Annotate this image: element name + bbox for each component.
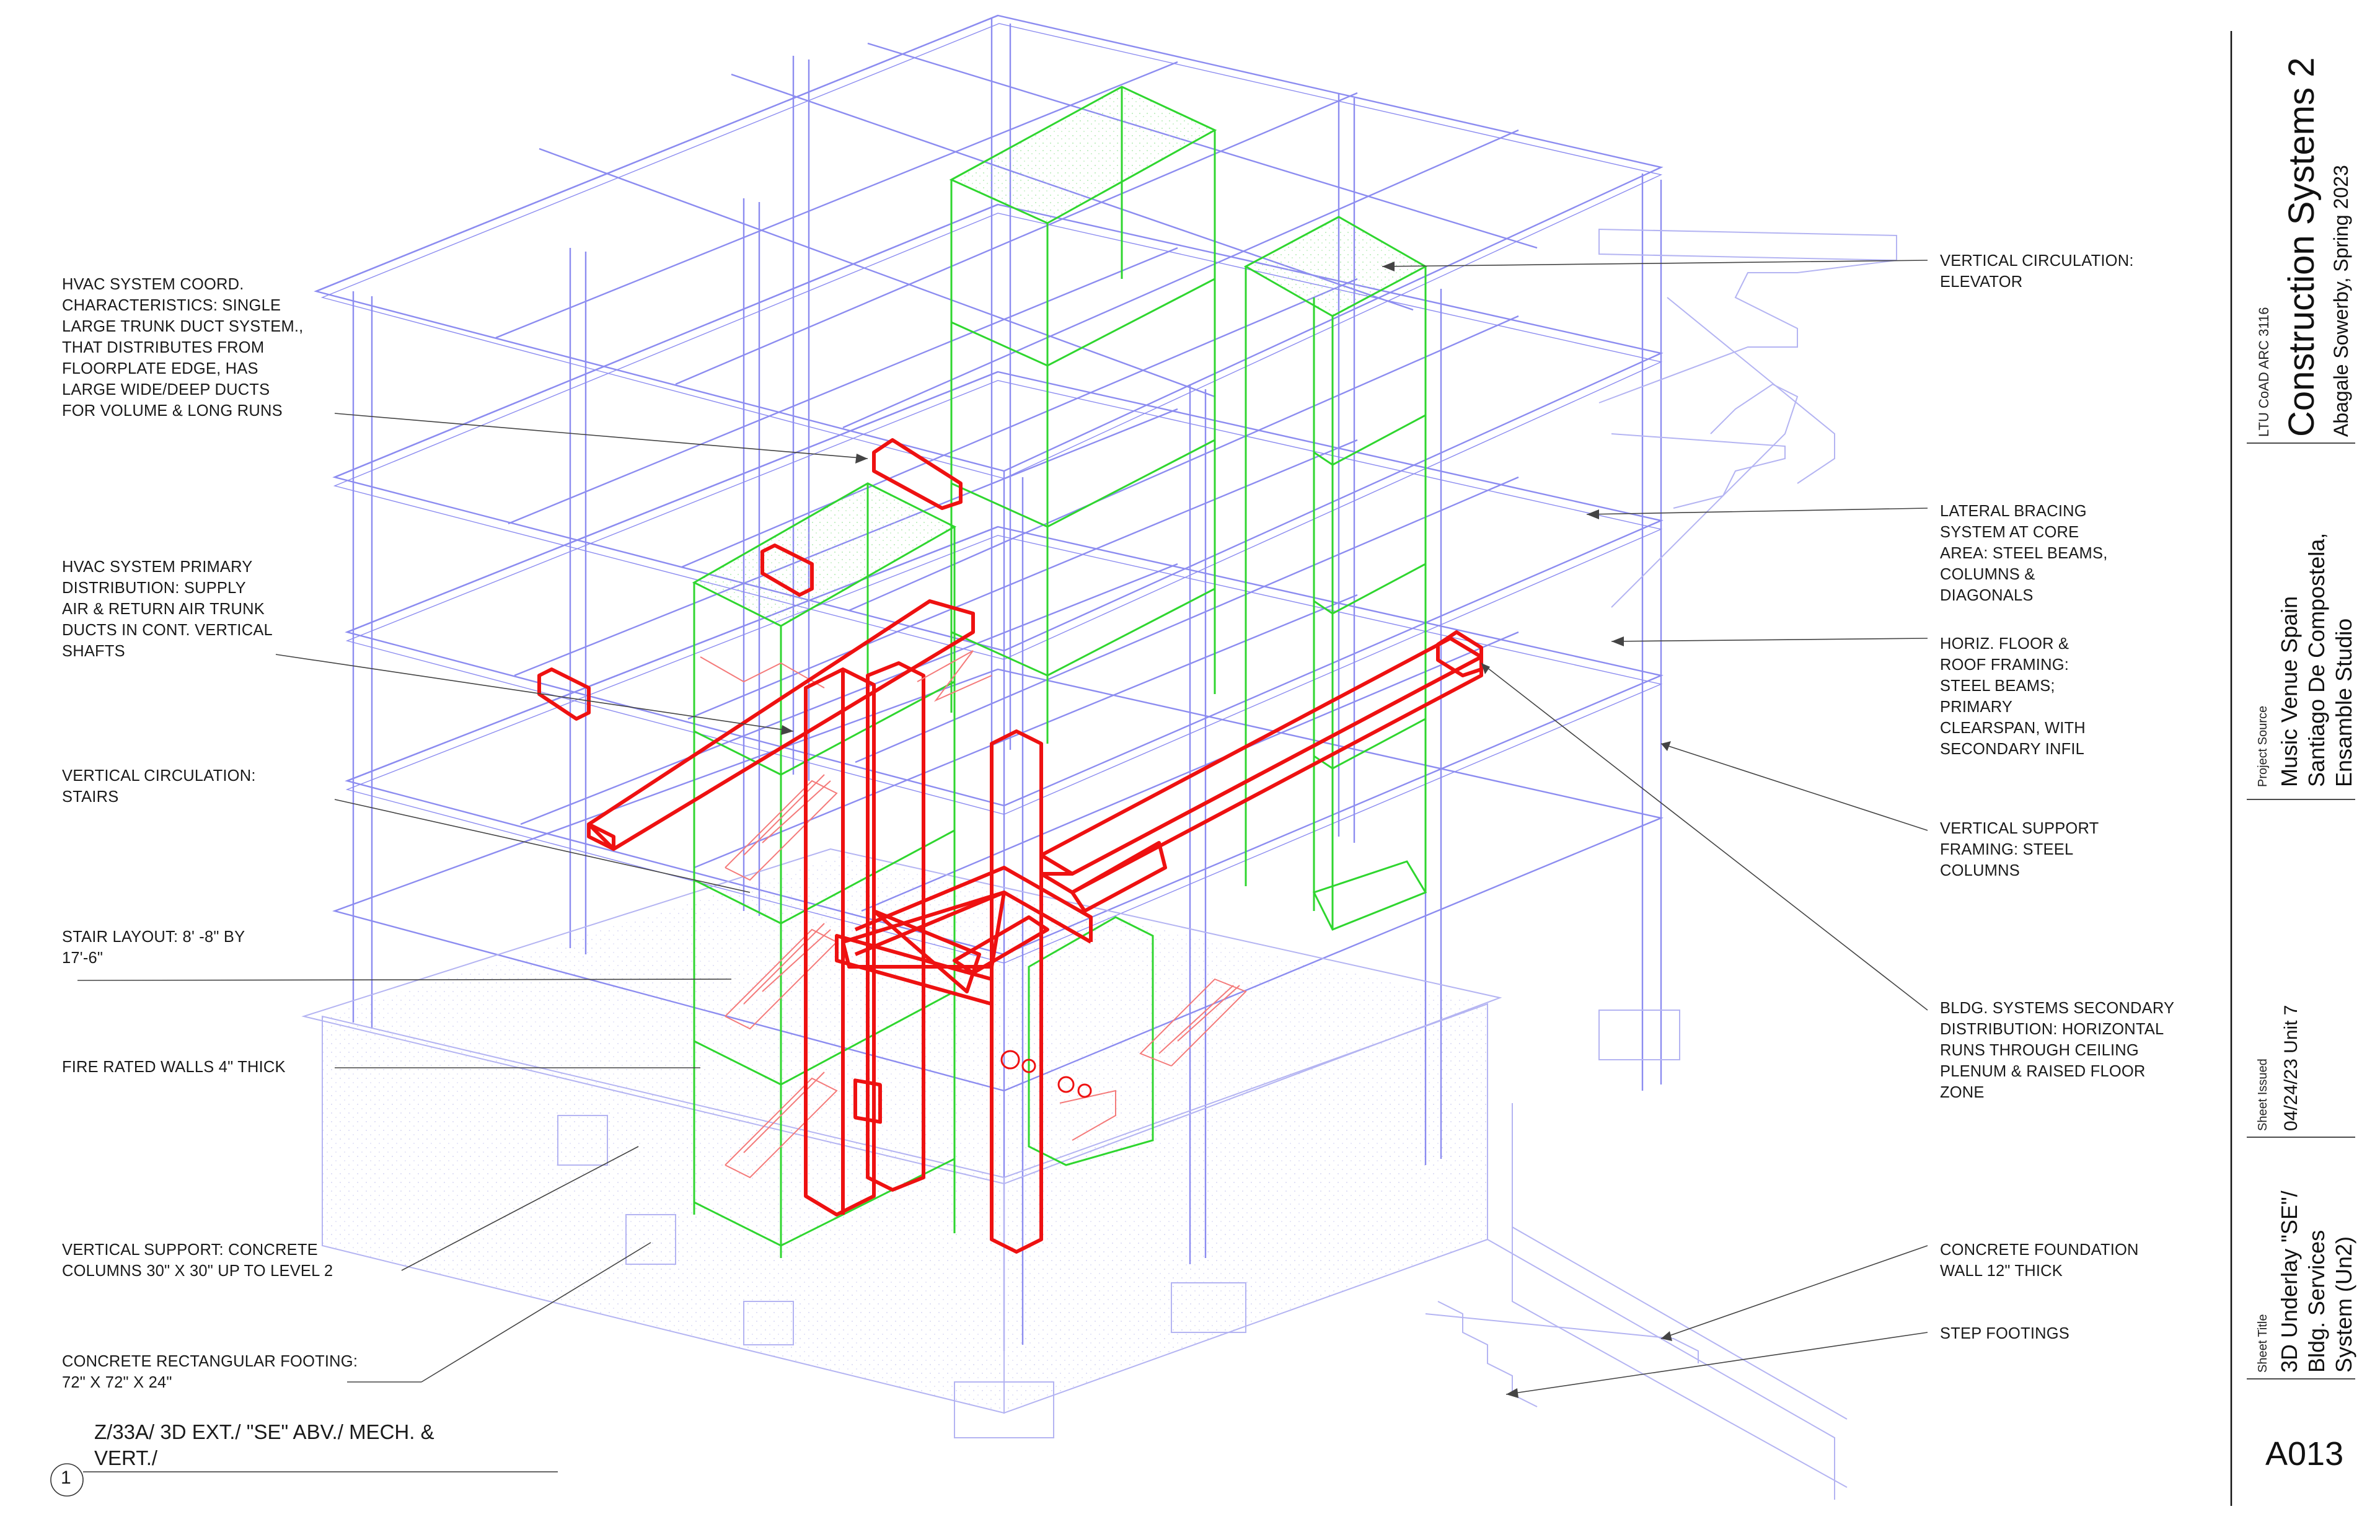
title-block-frame	[2230, 31, 2355, 1506]
project-source-line-3: Ensamble Studio	[2331, 618, 2356, 787]
view-title: Z/33A/ 3D EXT./ "SE" ABV./ MECH. & VERT.…	[94, 1420, 434, 1469]
note-elevator: VERTICAL CIRCULATION: ELEVATOR	[1940, 252, 2134, 291]
note-stair-layout: STAIR LAYOUT: 8' -8" BY 17'-6"	[62, 928, 245, 967]
note-foundation-wall: CONCRETE FOUNDATION WALL 12" THICK	[1940, 1241, 2139, 1280]
foundation	[301, 228, 1897, 1500]
services-fittings	[917, 650, 1092, 1098]
note-floor-framing: HORIZ. FLOOR & ROOF FRAMING: STEEL BEAMS…	[1940, 635, 2086, 758]
view-number: 1	[61, 1467, 71, 1488]
sheet-title-line-1: 3D Underlay "SE"/	[2276, 1190, 2302, 1373]
hvac-services	[537, 438, 1483, 1254]
view-title-marker	[50, 1463, 558, 1497]
stairs	[700, 656, 1247, 1179]
project-source-line-1: Music Venue Spain	[2276, 596, 2302, 787]
sheet-title-label: Sheet Title	[2256, 1314, 2270, 1373]
sheet-title-line-2: Bldg. Services	[2304, 1230, 2329, 1373]
project-source-label: Project Source	[2256, 705, 2270, 787]
elevator-stair-cores	[692, 86, 1428, 1258]
project-source-line-2: Santiago De Compostela,	[2304, 532, 2329, 787]
note-stairs: VERTICAL CIRCULATION: STAIRS	[62, 767, 256, 806]
project-title: Construction Systems 2	[2281, 57, 2322, 437]
course-code: LTU CoAD ARC 3116	[2256, 307, 2272, 438]
note-steel-columns: VERTICAL SUPPORT FRAMING: STEEL COLUMNS	[1940, 820, 2099, 879]
author: Abagale Sowerby, Spring 2023	[2330, 165, 2352, 437]
note-fire-walls: FIRE RATED WALLS 4" THICK	[62, 1058, 286, 1076]
note-secondary-dist: BLDG. SYSTEMS SECONDARY DISTRIBUTION: HO…	[1940, 1000, 2175, 1101]
sheet-number: A013	[2265, 1435, 2344, 1472]
note-footing: CONCRETE RECTANGULAR FOOTING: 72" X 72" …	[62, 1353, 358, 1391]
sheet-issued-label: Sheet Issued	[2256, 1058, 2270, 1131]
note-concrete-columns: VERTICAL SUPPORT: CONCRETE COLUMNS 30" X…	[62, 1241, 333, 1280]
sheet-issued-value: 04/24/23 Unit 7	[2281, 1005, 2301, 1131]
leader-lines	[77, 260, 1928, 1395]
note-hvac-primary: HVAC SYSTEM PRIMARY DISTRIBUTION: SUPPLY…	[62, 558, 273, 660]
note-hvac-coord: HVAC SYSTEM COORD. CHARACTERISTICS: SING…	[62, 276, 304, 420]
note-step-footings: STEP FOOTINGS	[1940, 1325, 2069, 1342]
sheet-title-line-3: System (Un2)	[2331, 1236, 2356, 1373]
leader-arrows	[781, 262, 1672, 1398]
note-lateral-bracing: LATERAL BRACING SYSTEM AT CORE AREA: STE…	[1940, 503, 2108, 604]
